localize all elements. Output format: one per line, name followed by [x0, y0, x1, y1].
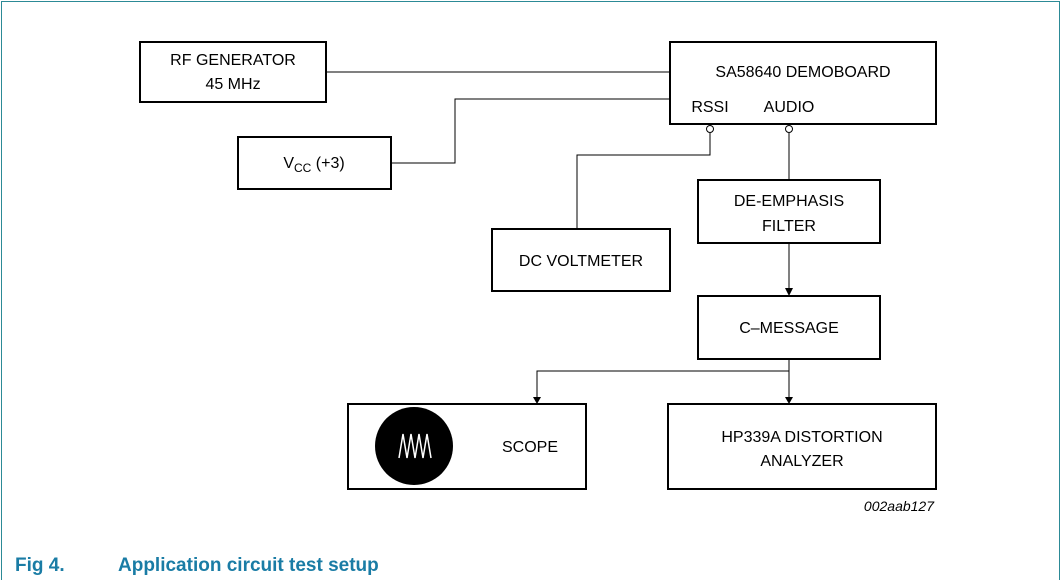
c-message-label: C–MESSAGE: [739, 320, 839, 337]
dc-voltmeter-block: [491, 228, 671, 292]
audio-port-label: AUDIO: [764, 99, 815, 116]
vcc-to-demoboard-wire: [391, 98, 670, 164]
rssi-to-voltmeter-wire: [576, 133, 711, 229]
dc-voltmeter-label: DC VOLTMETER: [519, 253, 643, 270]
frame-left-border: [1, 1, 2, 580]
de-emphasis-label: DE-EMPHASIS: [734, 193, 844, 210]
analyzer-input-arrow: [785, 397, 793, 404]
distortion-analyzer-block: [667, 403, 937, 490]
figure-reference-code: 002aab127: [864, 498, 935, 514]
vcc-supply-block: [237, 136, 392, 190]
audio-port-terminal: [785, 125, 793, 133]
scope-input-arrow: [533, 397, 541, 404]
scope-label: SCOPE: [502, 439, 558, 456]
demoboard-title: SA58640 DEMOBOARD: [715, 64, 890, 81]
figure-number: Fig 4.: [15, 555, 65, 576]
rssi-port-label: RSSI: [691, 99, 728, 116]
scope-waveform-icon: [398, 433, 432, 459]
figure-caption: Fig 4. Application circuit test setup: [15, 555, 379, 577]
rf-generator-label: RF GENERATOR: [170, 52, 296, 69]
scope-screen-icon: [375, 407, 453, 485]
vcc-label: VCC (+3): [283, 155, 344, 175]
analyzer-label: ANALYZER: [760, 453, 843, 470]
figure-title: Application circuit test setup: [118, 555, 379, 576]
rf-generator-block: [139, 41, 327, 103]
frame-right-border: [1059, 1, 1060, 580]
c-message-input-arrow: [785, 288, 793, 296]
rf-generator-frequency: 45 MHz: [205, 76, 260, 93]
c-message-to-scope-wire: [536, 370, 789, 398]
rssi-port-terminal: [706, 125, 714, 133]
filter-label: FILTER: [762, 218, 816, 235]
distortion-analyzer-label: HP339A DISTORTION: [721, 429, 882, 446]
frame-top-border: [1, 1, 1059, 2]
demoboard-block: [669, 41, 937, 125]
test-setup-diagram: RF GENERATOR 45 MHz SA58640 DEMOBOARD RS…: [139, 41, 937, 514]
